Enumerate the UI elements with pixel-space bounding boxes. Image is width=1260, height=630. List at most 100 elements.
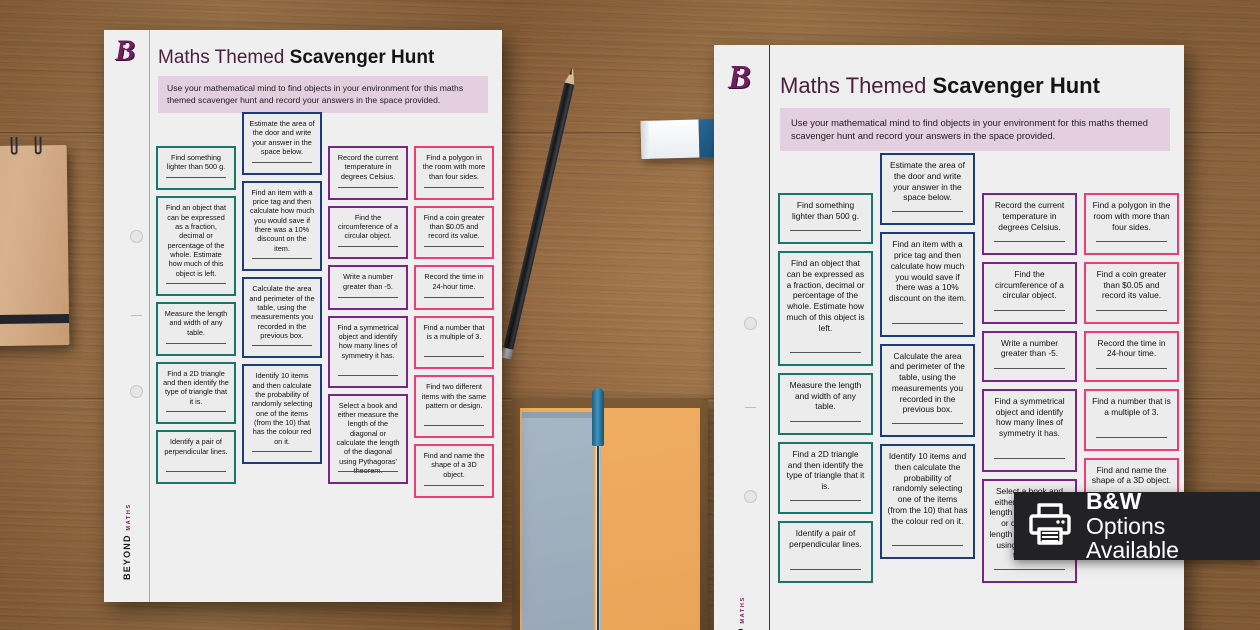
eraser: [640, 119, 716, 159]
answer-line[interactable]: [424, 424, 484, 426]
answer-line[interactable]: [166, 342, 226, 344]
task-card[interactable]: Write a number greater than -5.: [328, 265, 408, 310]
answer-line[interactable]: [1096, 309, 1167, 311]
answer-line[interactable]: [338, 246, 398, 248]
page-title-light: Maths Themed: [158, 47, 290, 68]
footer-brand: BEYOND MATHS: [122, 503, 132, 580]
task-card[interactable]: Find a 2D triangle and then identify the…: [778, 441, 873, 515]
answer-line[interactable]: [892, 322, 963, 324]
task-card[interactable]: Find the circumference of a circular obj…: [328, 205, 408, 260]
task-card[interactable]: Find a symmetrical object and identify h…: [328, 315, 408, 388]
task-card[interactable]: Identify 10 items and then calculate the…: [880, 444, 975, 559]
answer-line[interactable]: [424, 356, 484, 358]
task-card[interactable]: Identify a pair of perpendicular lines.: [156, 430, 236, 484]
task-card-text: Write a number greater than -5.: [1000, 337, 1059, 359]
task-card[interactable]: Record the time in 24-hour time.: [1084, 330, 1179, 382]
footer-brand-sub: MATHS: [126, 503, 132, 531]
answer-line[interactable]: [892, 211, 963, 213]
answer-line[interactable]: [424, 484, 484, 486]
answer-line[interactable]: [252, 450, 312, 452]
answer-line[interactable]: [790, 500, 861, 502]
task-card[interactable]: Find an item with a price tag and then c…: [880, 232, 975, 337]
task-card[interactable]: Write a number greater than -5.: [982, 330, 1077, 382]
task-card[interactable]: Find a number that is a multiple of 3.: [1084, 388, 1179, 451]
answer-line[interactable]: [166, 411, 226, 413]
task-card[interactable]: Find a 2D triangle and then identify the…: [156, 361, 236, 425]
task-card[interactable]: Estimate the area of the door and write …: [880, 153, 975, 226]
task-card[interactable]: Record the time in 24-hour time.: [414, 265, 494, 310]
task-card[interactable]: Find a polygon in the room with more tha…: [414, 146, 494, 200]
task-card[interactable]: Find and name the shape of a 3D object.: [414, 443, 494, 498]
task-card-text: Find something lighter than 500 g.: [166, 153, 226, 172]
answer-line[interactable]: [1096, 240, 1167, 242]
answer-line[interactable]: [994, 457, 1065, 459]
task-card[interactable]: Find the circumference of a circular obj…: [982, 261, 1077, 324]
page-title: Maths Themed Scavenger Hunt: [158, 47, 434, 69]
task-card[interactable]: Identify 10 items and then calculate the…: [242, 364, 322, 464]
task-card[interactable]: Find something lighter than 500 g.: [778, 193, 873, 245]
task-card[interactable]: Record the current temperature in degree…: [328, 146, 408, 200]
task-card-text: Find a 2D triangle and then identify the…: [786, 448, 865, 492]
task-card-text: Record the time in 24-hour time.: [1097, 337, 1166, 359]
answer-line[interactable]: [424, 246, 484, 248]
task-card[interactable]: Find a symmetrical object and identify h…: [982, 388, 1077, 472]
answer-line[interactable]: [790, 351, 861, 353]
answer-line[interactable]: [994, 367, 1065, 369]
answer-line[interactable]: [338, 186, 398, 188]
beyond-logo-icon: B: [728, 61, 751, 95]
card-column-purple: Record the current temperature in degree…: [982, 193, 1077, 590]
task-card-text: Calculate the area and perimeter of the …: [249, 284, 315, 340]
answer-line[interactable]: [166, 177, 226, 179]
task-card[interactable]: Find a coin greater than $0.05 and recor…: [1084, 261, 1179, 324]
task-card[interactable]: Record the current temperature in degree…: [982, 193, 1077, 255]
answer-line[interactable]: [1096, 436, 1167, 438]
task-card[interactable]: Measure the length and width of any tabl…: [156, 301, 236, 356]
task-card[interactable]: Measure the length and width of any tabl…: [778, 372, 873, 435]
answer-line[interactable]: [252, 161, 312, 163]
task-card[interactable]: Find a number that is a multiple of 3.: [414, 315, 494, 370]
answer-line[interactable]: [338, 296, 398, 298]
task-card-text: Find and name the shape of a 3D object.: [423, 450, 485, 479]
answer-line[interactable]: [252, 345, 312, 347]
task-card-text: Record the current temperature in degree…: [337, 153, 399, 181]
task-card[interactable]: Calculate the area and perimeter of the …: [880, 343, 975, 438]
answer-line[interactable]: [994, 309, 1065, 311]
answer-line[interactable]: [790, 568, 861, 570]
answer-line[interactable]: [790, 420, 861, 422]
task-card-text: Find a polygon in the room with more tha…: [422, 153, 486, 181]
task-card[interactable]: Calculate the area and perimeter of the …: [242, 277, 322, 359]
answer-line[interactable]: [892, 544, 963, 546]
answer-line[interactable]: [252, 258, 312, 260]
task-card-text: Find an item with a price tag and then c…: [888, 239, 967, 304]
task-card[interactable]: Find something lighter than 500 g.: [156, 146, 236, 191]
task-card[interactable]: Select a book and either measure the len…: [328, 393, 408, 484]
answer-line[interactable]: [338, 470, 398, 472]
task-card-text: Find an object that can be expressed as …: [786, 258, 865, 333]
answer-line[interactable]: [166, 470, 226, 472]
hole-punch: [130, 230, 143, 243]
page-title: Maths Themed Scavenger Hunt: [780, 73, 1100, 99]
task-card[interactable]: Find a polygon in the room with more tha…: [1084, 193, 1179, 255]
task-card[interactable]: Identify a pair of perpendicular lines.: [778, 521, 873, 583]
task-card[interactable]: Find an item with a price tag and then c…: [242, 180, 322, 272]
answer-line[interactable]: [166, 282, 226, 284]
task-card[interactable]: Find an object that can be expressed as …: [778, 251, 873, 366]
answer-line[interactable]: [424, 296, 484, 298]
answer-line[interactable]: [1096, 367, 1167, 369]
answer-line[interactable]: [994, 240, 1065, 242]
answer-line[interactable]: [790, 230, 861, 232]
answer-line[interactable]: [338, 374, 398, 376]
answer-line[interactable]: [424, 186, 484, 188]
bw-options-badge: B&W Options Available: [1014, 488, 1260, 563]
task-card[interactable]: Estimate the area of the door and write …: [242, 112, 322, 175]
answer-line[interactable]: [892, 423, 963, 425]
task-card[interactable]: Find a coin greater than $0.05 and recor…: [414, 205, 494, 260]
margin-rule: [149, 30, 150, 602]
task-card[interactable]: Find two different items with the same p…: [414, 375, 494, 438]
task-card-text: Write a number greater than -5.: [343, 272, 393, 291]
task-card[interactable]: Find an object that can be expressed as …: [156, 196, 236, 296]
answer-line[interactable]: [994, 568, 1065, 570]
worksheet-page-right[interactable]: B BEYOND MATHS Maths Themed Scavenger Hunt…: [714, 45, 1184, 630]
footer-brand: BEYOND MATHS: [736, 596, 746, 630]
